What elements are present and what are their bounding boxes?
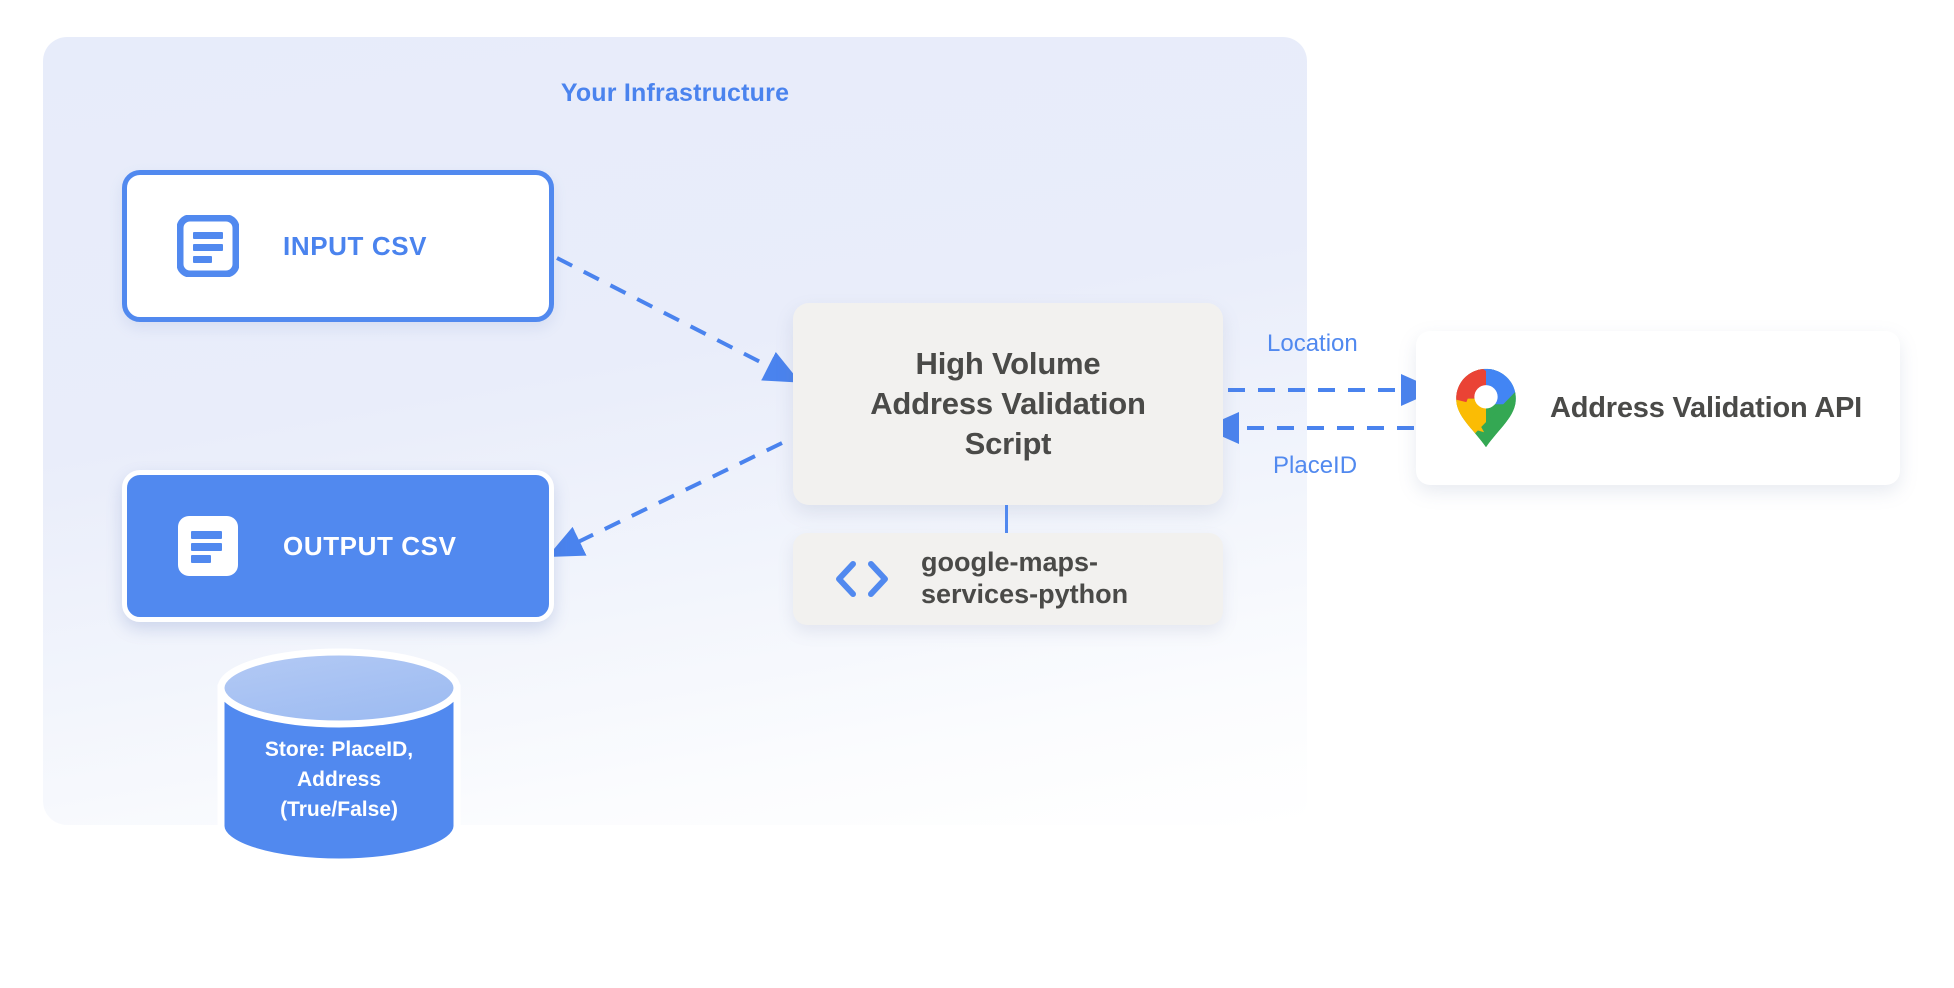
edge-label-placeid: PlaceID: [1273, 452, 1358, 479]
script-label: High Volume Address Validation Script: [870, 345, 1146, 462]
edge-label-location: Location: [1267, 330, 1358, 357]
output-csv-card[interactable]: OUTPUT CSV: [122, 470, 554, 622]
output-csv-label: OUTPUT CSV: [283, 530, 457, 561]
document-icon: [177, 215, 239, 277]
input-csv-label: INPUT CSV: [283, 230, 428, 261]
google-maps-pin-icon: [1456, 368, 1516, 448]
api-label: Address Validation API: [1550, 391, 1862, 424]
database-cylinder: [217, 648, 461, 866]
input-csv-card[interactable]: INPUT CSV: [122, 170, 554, 322]
script-library-connector: [1005, 505, 1008, 533]
library-label: google-maps- services-python: [921, 547, 1129, 609]
library-card[interactable]: google-maps- services-python: [793, 533, 1223, 625]
document-icon: [178, 516, 238, 576]
code-brackets-icon: [836, 561, 888, 597]
infrastructure-title: Your Infrastructure: [560, 79, 790, 107]
address-validation-api-card[interactable]: Address Validation API: [1416, 331, 1900, 485]
script-card[interactable]: High Volume Address Validation Script: [793, 303, 1223, 505]
